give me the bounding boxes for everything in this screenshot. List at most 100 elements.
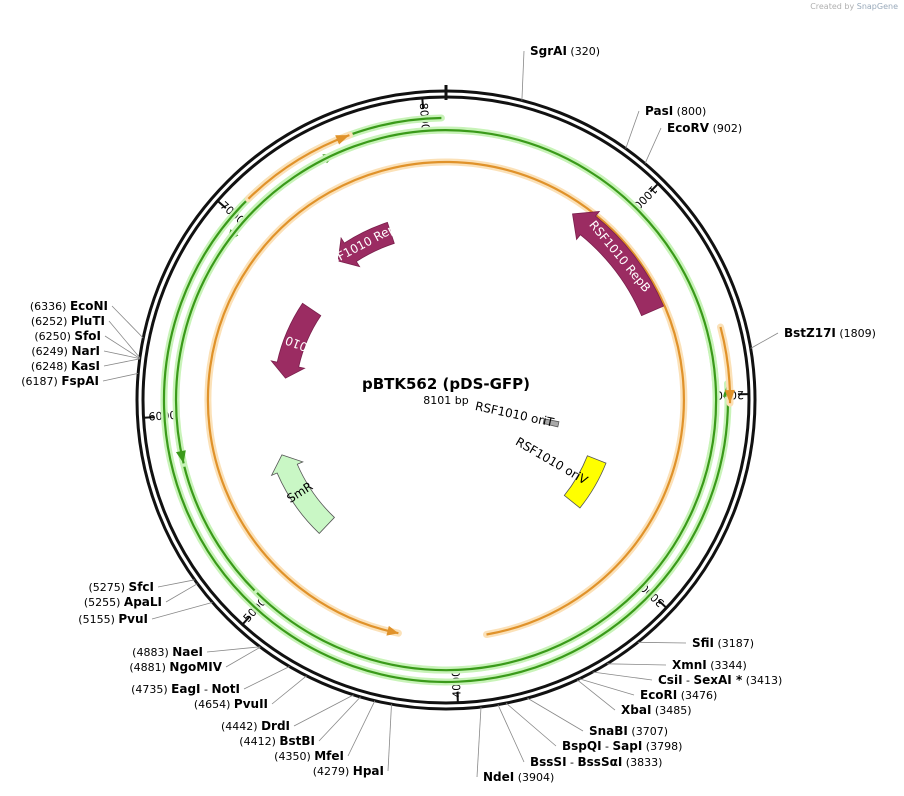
site-mfei[interactable]: (4350) MfeI — [274, 700, 376, 763]
feature-rsf1010-oriv[interactable]: RSF1010 oriV — [513, 435, 607, 509]
site-fspai[interactable]: (6187) FspAI — [21, 373, 139, 388]
orf-arcs — [160, 114, 735, 686]
site-label: (4881) NgoMIV — [129, 660, 222, 674]
site-label: NdeI (3904) — [483, 770, 554, 784]
site-connector — [206, 646, 261, 653]
site-connector — [592, 671, 653, 681]
site-ecorv[interactable]: EcoRV (902) — [644, 121, 742, 164]
site-naei[interactable]: (4883) NaeI — [132, 645, 261, 659]
site-pluti[interactable]: (6252) PluTI — [31, 314, 141, 359]
site-apali[interactable]: (5255) ApaLI — [84, 583, 198, 609]
site-label: (4883) NaeI — [132, 645, 203, 659]
site-label: (6187) FspAI — [21, 374, 99, 388]
site-sgrai[interactable]: SgrAI (320) — [521, 44, 600, 101]
feature-label: RSF1010 RepB — [586, 218, 653, 295]
orf-arc — [244, 131, 353, 203]
site-label: EcoRI (3476) — [640, 688, 717, 702]
feature-rsf1010-repc[interactable]: RSF1010 RepC — [251, 302, 339, 379]
site-bsssi[interactable]: BssSI - BssSαI (3833) — [497, 704, 662, 769]
site-connector — [157, 579, 195, 588]
site-econi[interactable]: (6336) EcoNI — [30, 299, 144, 339]
site-connector — [271, 675, 307, 705]
site-connector — [103, 358, 140, 367]
site-label: (4654) PvuII — [194, 697, 268, 711]
site-ndei[interactable]: NdeI (3904) — [476, 706, 554, 784]
site-label: (4442) DrdI — [221, 719, 290, 733]
site-bspqi[interactable]: BspQI - SapI (3798) — [505, 702, 682, 753]
site-hpai[interactable]: (4279) HpaI — [313, 704, 392, 778]
site-label: (4279) HpaI — [313, 764, 384, 778]
site-label: XmnI (3344) — [672, 658, 747, 672]
feature-rsf1010-repa[interactable]: RSF1010 RepA — [321, 217, 406, 271]
site-label: BssSI - BssSαI (3833) — [530, 755, 662, 769]
orf-arc — [717, 323, 735, 407]
site-label: (6252) PluTI — [31, 314, 105, 328]
scale-tick — [657, 599, 668, 609]
site-connector — [318, 696, 361, 742]
site-csii[interactable]: CsiI - SexAI * (3413) — [592, 671, 783, 687]
site-label: SnaBI (3707) — [589, 724, 668, 738]
site-pvuii[interactable]: (4654) PvuII — [194, 675, 307, 711]
site-connector — [625, 110, 640, 149]
site-nari[interactable]: (6249) NarI — [31, 344, 140, 359]
site-label: (6249) NarI — [31, 344, 100, 358]
feature-rsf1010-orit[interactable]: RSF1010 oriT — [474, 399, 560, 430]
scale-tick — [241, 615, 251, 626]
site-connector — [576, 679, 616, 711]
site-kasi[interactable]: (6248) KasI — [31, 358, 140, 373]
site-label: EcoRV (902) — [667, 121, 742, 135]
plasmid-size: 8101 bp — [423, 394, 468, 407]
feature-smr[interactable]: SmR — [270, 454, 335, 534]
site-connector — [103, 350, 140, 359]
scale-tick — [143, 416, 155, 419]
site-label: SgrAI (320) — [530, 44, 600, 58]
site-pasi[interactable]: PasI (800) — [625, 104, 707, 149]
site-xmni[interactable]: XmnI (3344) — [606, 658, 747, 672]
site-label: CsiI - SexAI * (3413) — [658, 673, 782, 687]
orf-arc — [172, 126, 720, 674]
credit-prefix: Created by — [810, 2, 855, 11]
site-connector — [527, 697, 584, 732]
site-connector — [151, 602, 213, 620]
site-connector — [606, 663, 667, 666]
site-drdi[interactable]: (4442) DrdI — [221, 694, 354, 733]
site-ecori[interactable]: EcoRI (3476) — [579, 678, 717, 702]
site-label: (6248) KasI — [31, 359, 100, 373]
site-label: (4412) BstBI — [239, 734, 315, 748]
site-connector — [225, 646, 261, 668]
site-eagi[interactable]: (4735) EagI - NotI — [131, 666, 290, 697]
site-ngomiv[interactable]: (4881) NgoMIV — [129, 646, 261, 674]
site-snabi[interactable]: SnaBI (3707) — [527, 697, 668, 738]
site-label: (4350) MfeI — [274, 749, 344, 763]
site-sfoi[interactable]: (6250) SfoI — [34, 329, 141, 359]
site-label: (5155) PvuI — [78, 612, 148, 626]
features: RSF1010 RepB RSF1010 RepA RSF1010 RepC SmR R… — [251, 210, 665, 534]
scale-tick — [216, 200, 227, 209]
site-connector — [521, 50, 525, 101]
site-label: BspQI - SapI (3798) — [562, 739, 682, 753]
site-label: XbaI (3485) — [621, 703, 691, 717]
site-connector — [644, 127, 662, 164]
scale-tick — [649, 182, 659, 193]
site-sfci[interactable]: (5275) SfcI — [88, 579, 195, 594]
restriction-sites: SgrAI (320) PasI (800) EcoRV (902) BstZ17I … — [21, 44, 876, 784]
site-connector — [243, 666, 290, 690]
site-sfii[interactable]: SfiI (3187) — [637, 636, 754, 650]
site-connector — [497, 704, 525, 763]
credit-brand: SnapGene — [856, 2, 898, 11]
site-connector — [111, 305, 144, 339]
site-connector — [637, 641, 687, 644]
site-xbai[interactable]: XbaI (3485) — [576, 679, 691, 717]
site-connector — [505, 702, 557, 747]
snapgene-credit: Created by SnapGene — [810, 2, 898, 11]
site-pvui[interactable]: (5155) PvuI — [78, 602, 213, 626]
site-label: PasI (800) — [645, 104, 706, 118]
site-bstbi[interactable]: (4412) BstBI — [239, 696, 361, 748]
site-connector — [347, 700, 376, 757]
site-label: SfiI (3187) — [692, 636, 754, 650]
site-connector — [750, 332, 779, 349]
site-bstz17i[interactable]: BstZ17I (1809) — [750, 326, 876, 349]
feature-label: RSF1010 oriT — [474, 399, 556, 430]
site-connector — [293, 694, 354, 727]
